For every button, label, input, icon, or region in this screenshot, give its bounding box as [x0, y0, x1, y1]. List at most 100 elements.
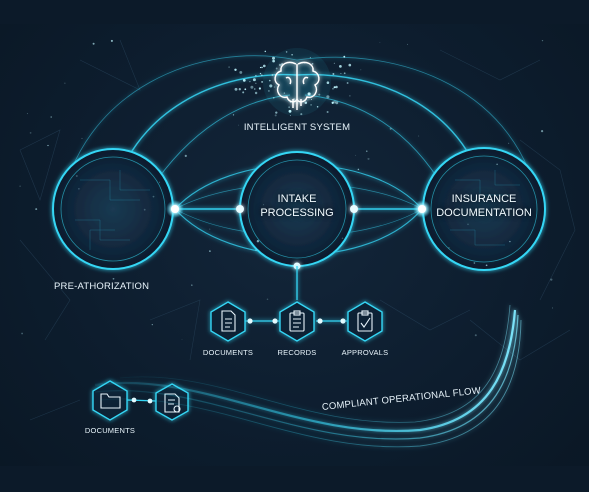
- particle: [318, 93, 321, 96]
- particle: [92, 42, 95, 45]
- particle: [326, 95, 330, 99]
- bottom-band: [0, 466, 589, 492]
- particle: [508, 142, 510, 144]
- particle: [325, 209, 327, 211]
- particle: [264, 50, 267, 53]
- particle: [184, 154, 187, 158]
- particle: [333, 86, 336, 89]
- particle: [448, 247, 450, 249]
- particle: [81, 137, 83, 139]
- particle: [238, 88, 241, 91]
- step-label-documents: DOCUMENTS: [202, 348, 254, 357]
- particle: [268, 79, 271, 82]
- particle: [343, 72, 346, 75]
- particle: [496, 163, 498, 166]
- particle: [541, 39, 544, 42]
- step-connector-dots: [247, 318, 346, 324]
- background-network: [19, 39, 576, 421]
- particle: [64, 82, 66, 84]
- particle: [263, 204, 265, 206]
- particle: [181, 339, 183, 341]
- particle: [355, 154, 357, 156]
- clipboard-icon: [289, 310, 305, 332]
- particle: [289, 115, 291, 117]
- insurance-documentation-label: INSURANCE DOCUMENTATION: [436, 192, 532, 220]
- particle: [261, 80, 264, 83]
- particle: [239, 70, 243, 74]
- particle: [327, 127, 330, 130]
- particle: [300, 113, 303, 116]
- particle: [258, 87, 261, 90]
- particle: [21, 332, 23, 335]
- particle: [285, 51, 288, 53]
- particle: [379, 41, 381, 43]
- hexagon-approvals: [347, 301, 383, 342]
- intake-line-1: INTAKE: [277, 193, 317, 205]
- particle: [357, 168, 360, 171]
- particle: [266, 298, 269, 300]
- insurance-line-2: DOCUMENTATION: [436, 207, 532, 219]
- circuit-texture: [75, 170, 520, 250]
- particle: [316, 105, 319, 108]
- document-icon: [221, 310, 236, 332]
- particle: [348, 63, 352, 67]
- particle: [78, 188, 80, 190]
- particle: [271, 74, 274, 76]
- particle: [389, 127, 392, 130]
- particle: [228, 66, 230, 68]
- particle: [110, 39, 113, 42]
- particle: [509, 240, 511, 243]
- particle: [473, 262, 476, 264]
- particle: [367, 157, 370, 160]
- flow-start-label: DOCUMENTS: [84, 426, 136, 435]
- particle: [273, 97, 275, 99]
- step-label-records: RECORDS: [277, 348, 317, 357]
- particle: [418, 135, 420, 137]
- particle: [311, 63, 314, 65]
- particle: [209, 228, 211, 230]
- particle: [326, 81, 330, 84]
- particle: [335, 101, 339, 105]
- particle: [256, 240, 260, 243]
- checklist-icon: [357, 310, 373, 332]
- node-circles: [52, 147, 546, 271]
- particle: [259, 66, 262, 69]
- particle: [366, 150, 368, 152]
- particle: [234, 68, 237, 72]
- particle: [269, 84, 273, 88]
- particle: [252, 78, 256, 82]
- particle: [260, 74, 263, 77]
- folder-icon: [100, 393, 121, 409]
- particle: [272, 59, 275, 63]
- particle: [259, 72, 262, 75]
- particle: [255, 82, 257, 84]
- particle: [159, 181, 160, 183]
- particle: [273, 86, 276, 88]
- particle: [19, 185, 21, 187]
- particle: [340, 72, 342, 75]
- particle: [26, 113, 28, 115]
- particle: [232, 114, 235, 116]
- particle: [254, 249, 257, 252]
- particle: [250, 85, 254, 89]
- brain-icon: [274, 61, 320, 110]
- hexagon-documents: [210, 301, 246, 342]
- particle: [112, 277, 115, 280]
- particle: [152, 195, 155, 198]
- intake-processing-label: INTAKE PROCESSING: [260, 192, 333, 220]
- particle: [326, 111, 329, 113]
- particle: [249, 80, 251, 83]
- particle: [307, 92, 311, 96]
- particle: [332, 73, 335, 75]
- compliant-flow-ribbon: [94, 304, 522, 448]
- particle: [485, 264, 488, 267]
- particle: [234, 87, 238, 91]
- particle: [283, 92, 285, 94]
- particle: [50, 116, 52, 118]
- particle: [272, 56, 275, 60]
- particle: [143, 208, 146, 211]
- particle: [341, 237, 344, 240]
- particle: [349, 95, 351, 97]
